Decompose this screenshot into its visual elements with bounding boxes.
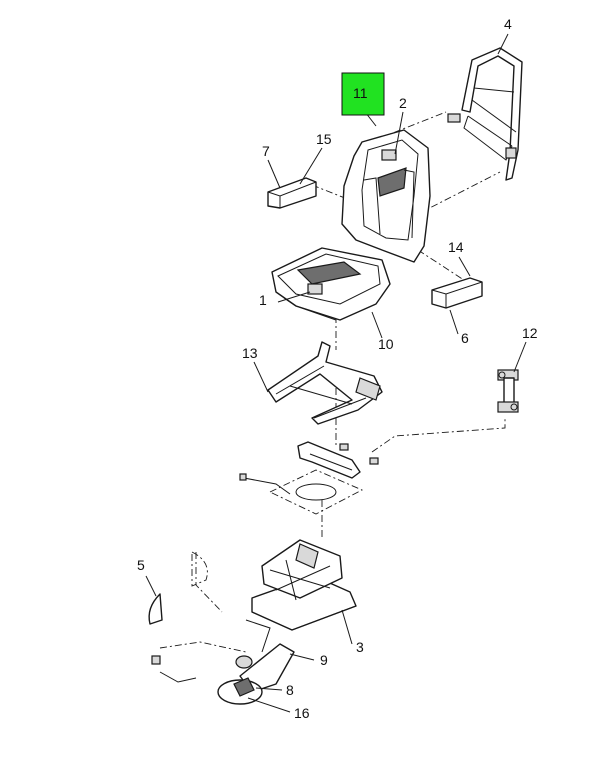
callout-12[interactable]: 12 <box>522 325 538 341</box>
callout-5[interactable]: 5 <box>137 557 145 573</box>
callout-13[interactable]: 13 <box>242 345 258 361</box>
callout-1[interactable]: 1 <box>259 292 267 308</box>
callout-6[interactable]: 6 <box>461 330 469 346</box>
part-adjust-handle <box>151 619 295 705</box>
callout-3[interactable]: 3 <box>356 639 364 655</box>
part-mounting-plate <box>239 469 364 515</box>
highlight-box <box>341 72 385 116</box>
part-right-armrest <box>431 277 483 309</box>
part-backrest-frame <box>447 47 523 181</box>
part-left-armrest <box>267 177 317 209</box>
callout-11[interactable]: 11 <box>353 85 368 101</box>
callout-10[interactable]: 10 <box>378 336 394 352</box>
callout-4[interactable]: 4 <box>504 16 512 32</box>
part-cover <box>148 551 208 625</box>
part-seat-back-cushion <box>341 129 431 263</box>
part-suspension-base <box>251 539 357 631</box>
callout-labels: 11 2 4 7 15 14 6 1 10 13 12 5 3 9 8 16 <box>137 16 538 721</box>
callout-leaders <box>145 33 527 713</box>
callout-14[interactable]: 14 <box>448 239 464 255</box>
callout-2[interactable]: 2 <box>399 95 407 111</box>
callout-15[interactable]: 15 <box>316 131 332 147</box>
callout-7[interactable]: 7 <box>262 143 270 159</box>
callout-8[interactable]: 8 <box>286 682 294 698</box>
part-seat-cushion <box>271 247 391 321</box>
part-slide-rail-frame <box>267 341 383 425</box>
callout-9[interactable]: 9 <box>320 652 328 668</box>
part-mounting-bracket <box>297 441 379 479</box>
callout-16[interactable]: 16 <box>294 705 310 721</box>
part-shock-absorber <box>497 369 519 413</box>
